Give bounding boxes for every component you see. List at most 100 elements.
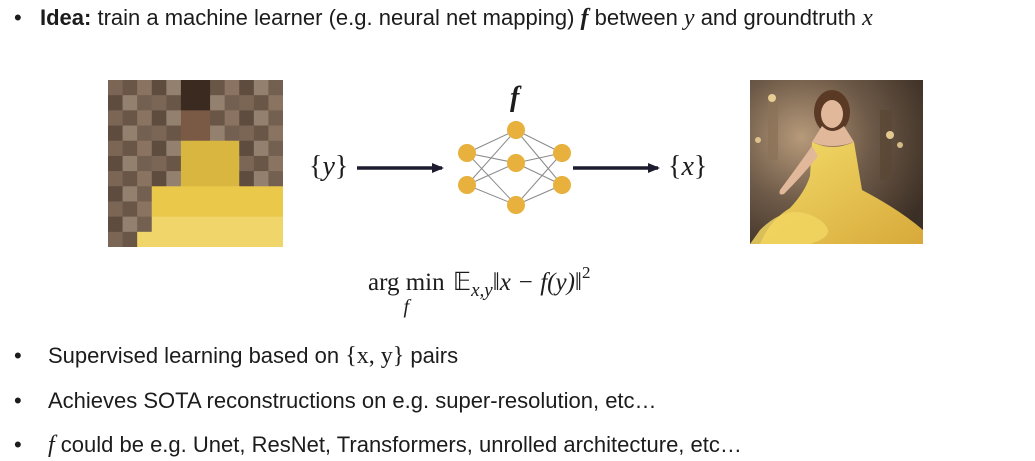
pixel-block <box>180 231 196 247</box>
pixel-block <box>239 201 255 218</box>
pixel-block <box>137 231 153 247</box>
pixel-block <box>151 231 167 247</box>
pixel-block <box>151 80 167 96</box>
network-edge <box>466 129 517 154</box>
pixel-block <box>195 80 211 96</box>
pixel-block <box>253 216 269 233</box>
pixel-block <box>195 95 211 111</box>
network-node <box>458 144 476 162</box>
pixel-block <box>224 125 240 142</box>
expectation-symbol: 𝔼 <box>452 269 472 296</box>
pixel-block <box>268 140 283 157</box>
idea-y-symbol: y <box>683 5 695 31</box>
pixel-block <box>151 171 167 187</box>
pixel-block <box>268 80 283 96</box>
pixel-block <box>195 186 211 202</box>
pixel-block <box>268 201 283 218</box>
pixel-block <box>137 186 153 202</box>
network-node <box>553 144 571 162</box>
pixel-block <box>268 231 283 247</box>
pixel-block <box>108 216 124 233</box>
pixel-block <box>268 155 283 172</box>
pixel-block <box>195 140 211 157</box>
pixel-block <box>253 155 269 172</box>
bullet-3: f could be e.g. Unet, ResNet, Transforme… <box>48 432 742 458</box>
pixel-block <box>122 140 138 157</box>
neural-network-diagram <box>357 121 660 214</box>
pixel-block <box>151 95 167 111</box>
pixel-block <box>108 155 124 172</box>
pixel-block <box>268 125 283 142</box>
pixel-block <box>210 186 226 202</box>
network-edge <box>466 152 517 206</box>
network-f-label: f <box>510 82 520 113</box>
network-node <box>553 176 571 194</box>
bullet-dot: • <box>14 343 22 368</box>
pixel-block <box>122 155 138 172</box>
pixel-block <box>166 80 182 96</box>
pixel-block <box>180 216 196 233</box>
pixel-block <box>137 171 153 187</box>
pixel-block <box>195 171 211 187</box>
pixel-block <box>180 186 196 202</box>
pixel-block <box>122 216 138 233</box>
pixel-block <box>253 140 269 157</box>
pixel-block <box>224 110 240 127</box>
network-node <box>507 196 525 214</box>
pixel-block <box>253 125 269 142</box>
pixel-block <box>151 110 167 127</box>
pixel-block <box>253 110 269 127</box>
network-node <box>507 121 525 139</box>
pixel-block <box>180 140 196 157</box>
pixel-block <box>210 95 226 111</box>
idea-text-3: and groundtruth <box>694 5 863 30</box>
pixel-block <box>239 171 255 187</box>
pixel-block <box>137 110 153 127</box>
idea-line: Idea: train a machine learner (e.g. neur… <box>40 5 873 31</box>
norm-expression: ‖x − f(y)‖ <box>492 269 582 296</box>
pixel-block <box>180 95 196 111</box>
pixel-block <box>180 80 196 96</box>
pixel-block <box>239 231 255 247</box>
pixel-block <box>253 201 269 218</box>
pixel-block <box>180 201 196 218</box>
argmin-under: f <box>403 296 410 318</box>
expectation-subscript: x,y <box>471 280 493 301</box>
pixel-block <box>108 110 124 127</box>
idea-label: Idea: <box>40 5 92 30</box>
idea-text-1: train a machine learner (e.g. neural net… <box>91 5 581 30</box>
pixel-block <box>180 155 196 172</box>
blurry-input-image <box>108 80 283 247</box>
pixel-block <box>268 110 283 127</box>
pixel-block <box>195 216 211 233</box>
pixel-block <box>166 186 182 202</box>
pixel-block <box>224 80 240 96</box>
pixel-block <box>166 171 182 187</box>
pixel-block <box>137 201 153 218</box>
pixel-block <box>210 201 226 218</box>
pixel-block <box>122 95 138 111</box>
pixel-block <box>210 110 226 127</box>
pixel-block <box>166 95 182 111</box>
pixel-block <box>239 155 255 172</box>
pixel-block <box>166 110 182 127</box>
pixel-block <box>108 231 124 247</box>
pixel-block <box>122 186 138 202</box>
input-set-label: {y} <box>309 151 349 182</box>
pixel-block <box>239 186 255 202</box>
pixel-block <box>253 186 269 202</box>
pixel-block <box>180 125 196 142</box>
pixel-block <box>137 155 153 172</box>
pixel-block <box>195 231 211 247</box>
pixel-block <box>239 125 255 142</box>
pixel-block <box>224 140 240 157</box>
network-node <box>507 154 525 172</box>
pixel-block <box>137 216 153 233</box>
pixel-block <box>166 216 182 233</box>
pixel-block <box>268 186 283 202</box>
pixel-block <box>239 110 255 127</box>
pixel-block <box>224 155 240 172</box>
pixel-block <box>137 80 153 96</box>
bullet-dot: • <box>14 432 22 457</box>
